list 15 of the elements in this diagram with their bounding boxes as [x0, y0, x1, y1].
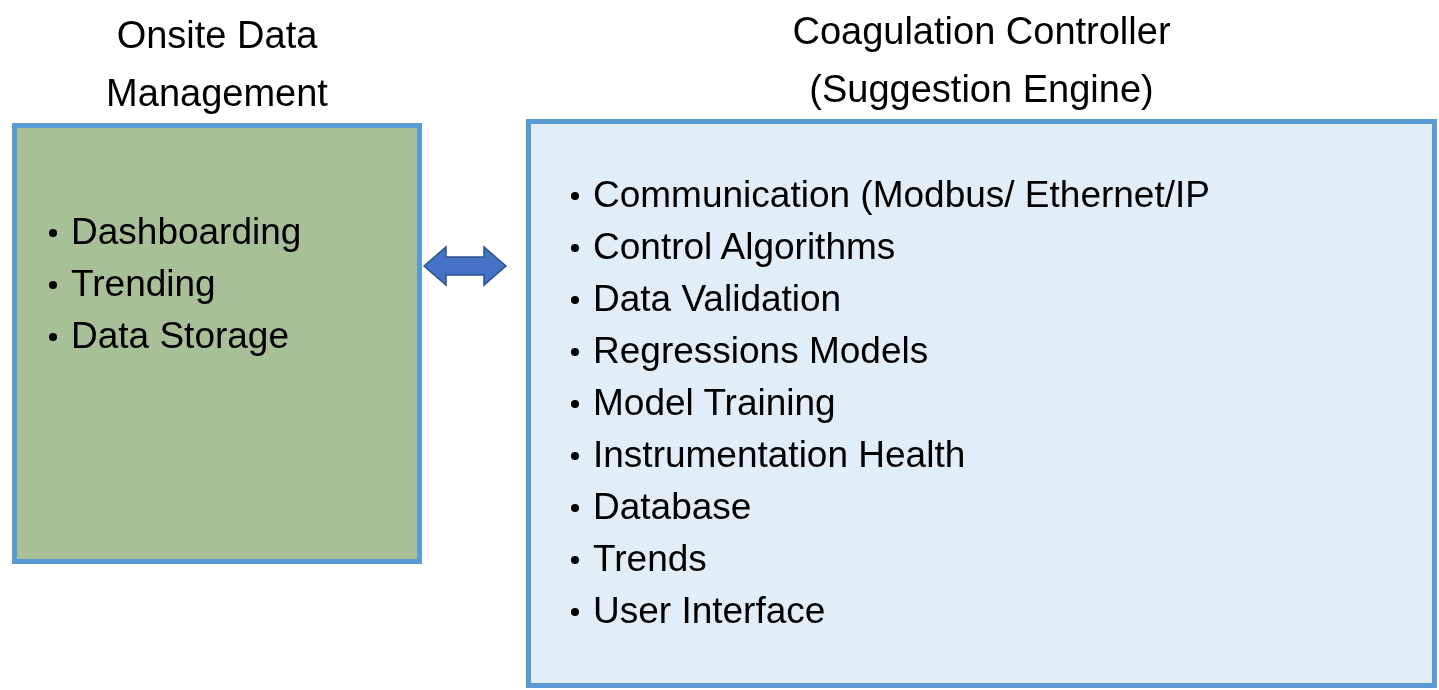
- list-item: Control Algorithms: [593, 226, 896, 267]
- list-item: Regressions Models: [593, 330, 929, 371]
- list-item: Dashboarding: [71, 211, 302, 252]
- list-item: Instrumentation Health: [593, 434, 966, 475]
- double-arrow: [422, 245, 508, 287]
- list-item: Trending: [71, 263, 216, 304]
- panel-heading: Coagulation Controller (Suggestion Engine): [791, 9, 1172, 112]
- list-item: Communication (Modbus/ Ethernet/IP: [593, 174, 1210, 215]
- list-item: Data Validation: [593, 278, 842, 319]
- list-item: Database: [593, 486, 752, 527]
- list-item: User Interface: [593, 590, 826, 631]
- list-item: Trends: [593, 538, 707, 579]
- panel-heading: Onsite Data Management: [105, 13, 329, 116]
- list-item: Data Storage: [71, 315, 290, 356]
- list-item: Model Training: [593, 382, 836, 423]
